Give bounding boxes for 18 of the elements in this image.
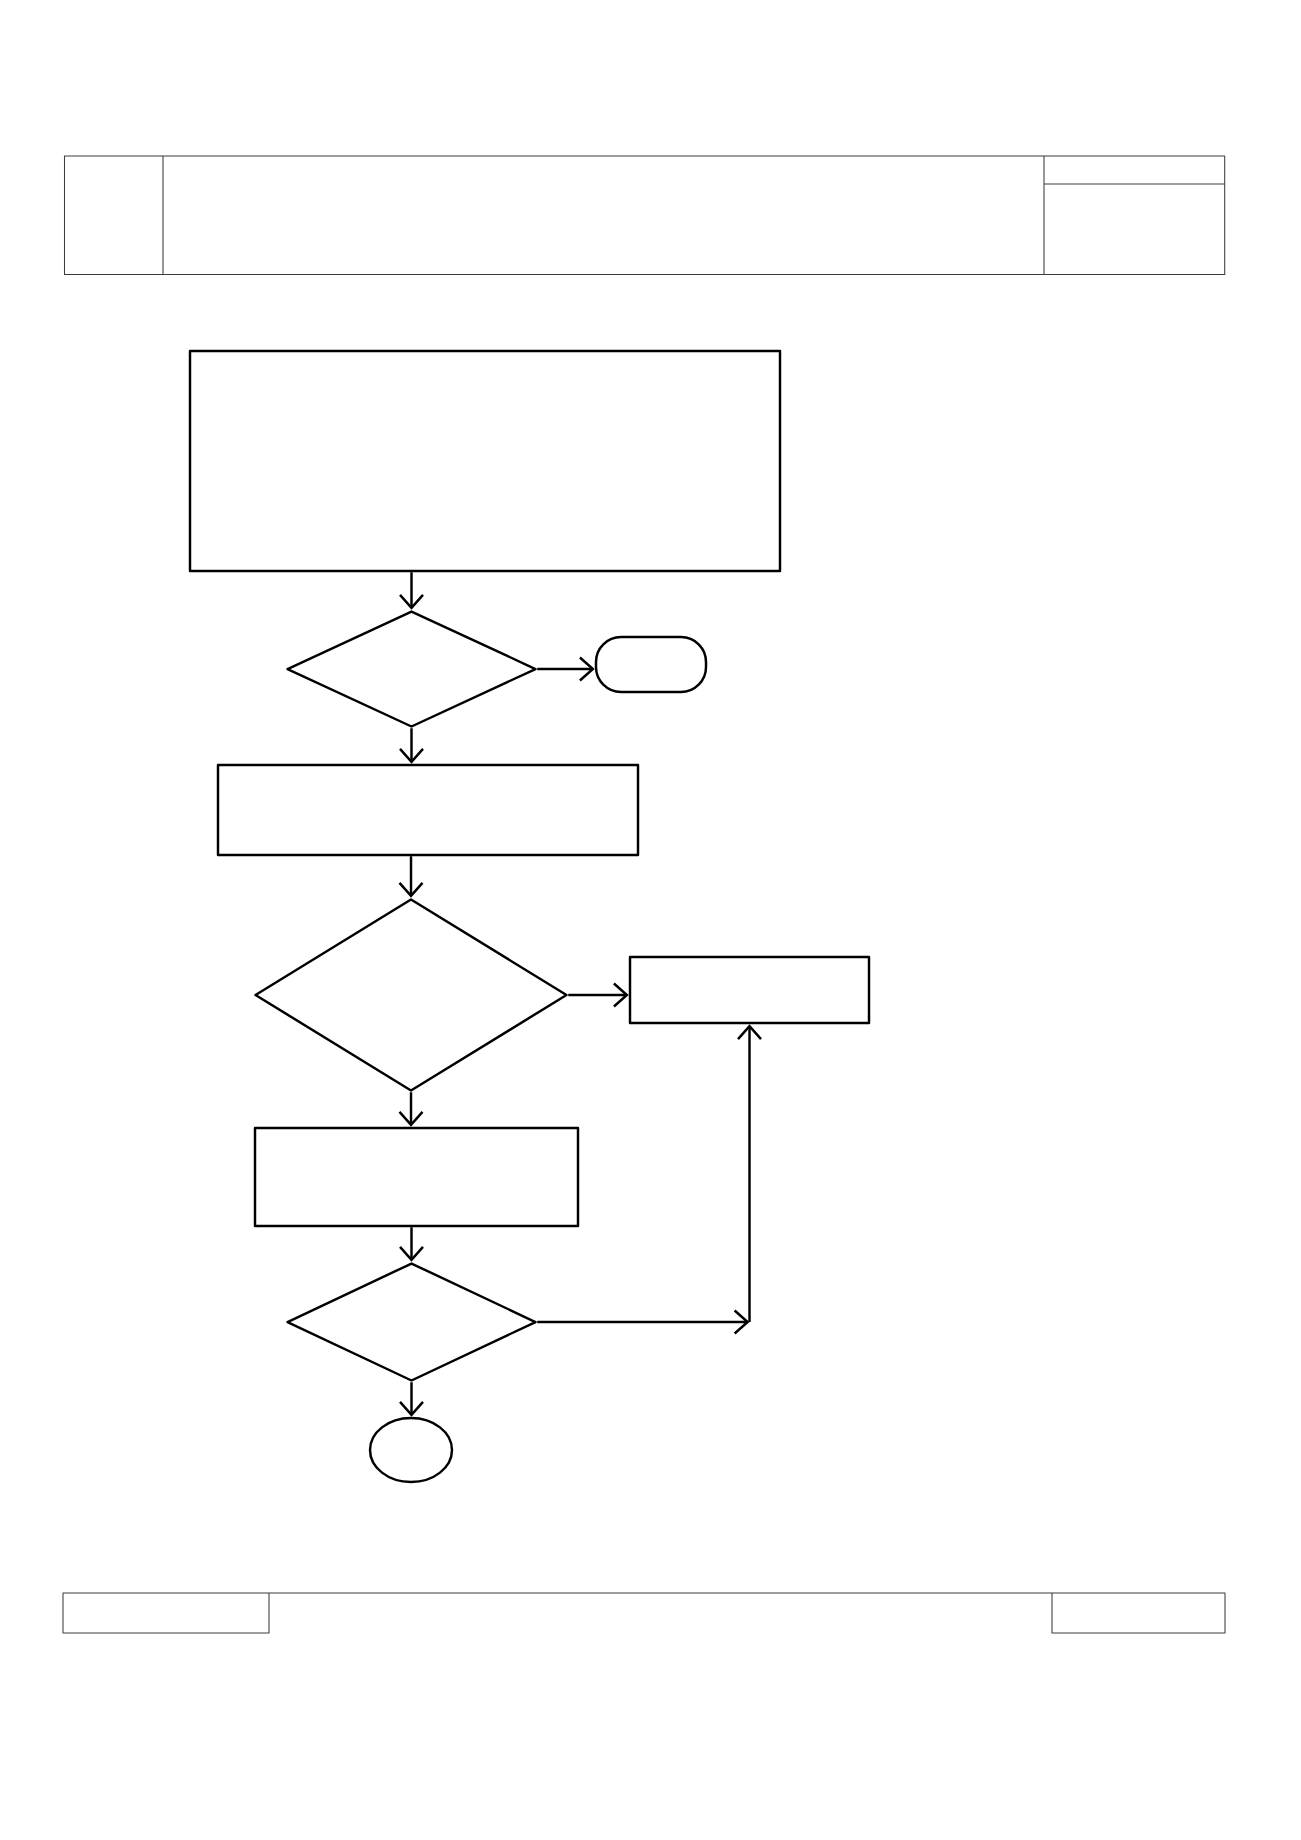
arrow <box>398 1092 424 1127</box>
arrow <box>537 1024 762 1335</box>
arrow <box>399 572 424 610</box>
arrow <box>537 656 595 682</box>
decision-diamond <box>286 610 537 728</box>
process-box <box>253 1126 580 1228</box>
terminal-box <box>594 635 708 694</box>
arrow <box>399 1227 424 1262</box>
oval <box>368 1416 454 1484</box>
decision-diamond <box>286 1262 537 1382</box>
process-box <box>216 763 640 857</box>
arrow <box>399 1382 424 1417</box>
arrow <box>398 856 424 898</box>
arrow <box>568 982 629 1008</box>
process-box <box>628 955 871 1025</box>
decision-diamond <box>254 898 568 1092</box>
process-box <box>188 349 782 573</box>
arrow <box>399 728 424 764</box>
